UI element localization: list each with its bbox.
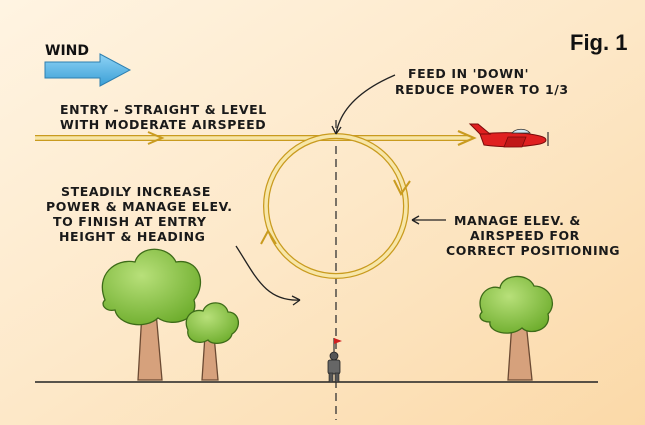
annotation-line: HEIGHT & HEADING (59, 229, 206, 244)
annotation-line: REDUCE POWER TO 1/3 (395, 82, 569, 97)
observer-icon (327, 338, 342, 383)
annotation-steadily: STEADILY INCREASE POWER & MANAGE ELEV. T… (46, 184, 233, 244)
direction-arrow-icon (457, 129, 477, 147)
loop-flight-path (263, 133, 409, 279)
loop-arrow-icon (393, 179, 411, 196)
annotation-manage: MANAGE ELEV. & AIRSPEED FOR CORRECT POSI… (446, 213, 620, 258)
annotation-line: MANAGE ELEV. & (454, 213, 581, 228)
annotation-feed-down: FEED IN 'DOWN' REDUCE POWER TO 1/3 (395, 66, 569, 97)
tree-left-large-icon (101, 248, 202, 381)
annotation-line: CORRECT POSITIONING (446, 243, 620, 258)
tree-left-small-icon (185, 302, 239, 381)
figure-label: Fig. 1 (570, 30, 627, 55)
leader-line (235, 245, 301, 301)
leader-arrow-icon (411, 215, 420, 225)
direction-arrow-icon (147, 131, 165, 145)
wind-label: WIND (45, 43, 89, 59)
wind-arrow-icon (44, 53, 132, 87)
annotation-line: ENTRY - STRAIGHT & LEVEL (60, 102, 267, 117)
annotation-line: POWER & MANAGE ELEV. (46, 199, 233, 214)
leader-arrow-icon (331, 125, 342, 135)
annotation-line: STEADILY INCREASE (61, 184, 211, 199)
tree-right-icon (479, 275, 553, 381)
annotation-line: FEED IN 'DOWN' (408, 66, 529, 81)
annotation-line: AIRSPEED FOR (470, 228, 580, 243)
leader-line (335, 74, 396, 135)
loop-arrow-icon (260, 228, 277, 245)
annotation-line: WITH MODERATE AIRSPEED (60, 117, 266, 132)
annotation-entry: ENTRY - STRAIGHT & LEVEL WITH MODERATE A… (60, 102, 267, 132)
leader-arrow-icon (291, 295, 301, 306)
annotation-line: TO FINISH AT ENTRY (53, 214, 207, 229)
airplane-icon (468, 123, 549, 148)
